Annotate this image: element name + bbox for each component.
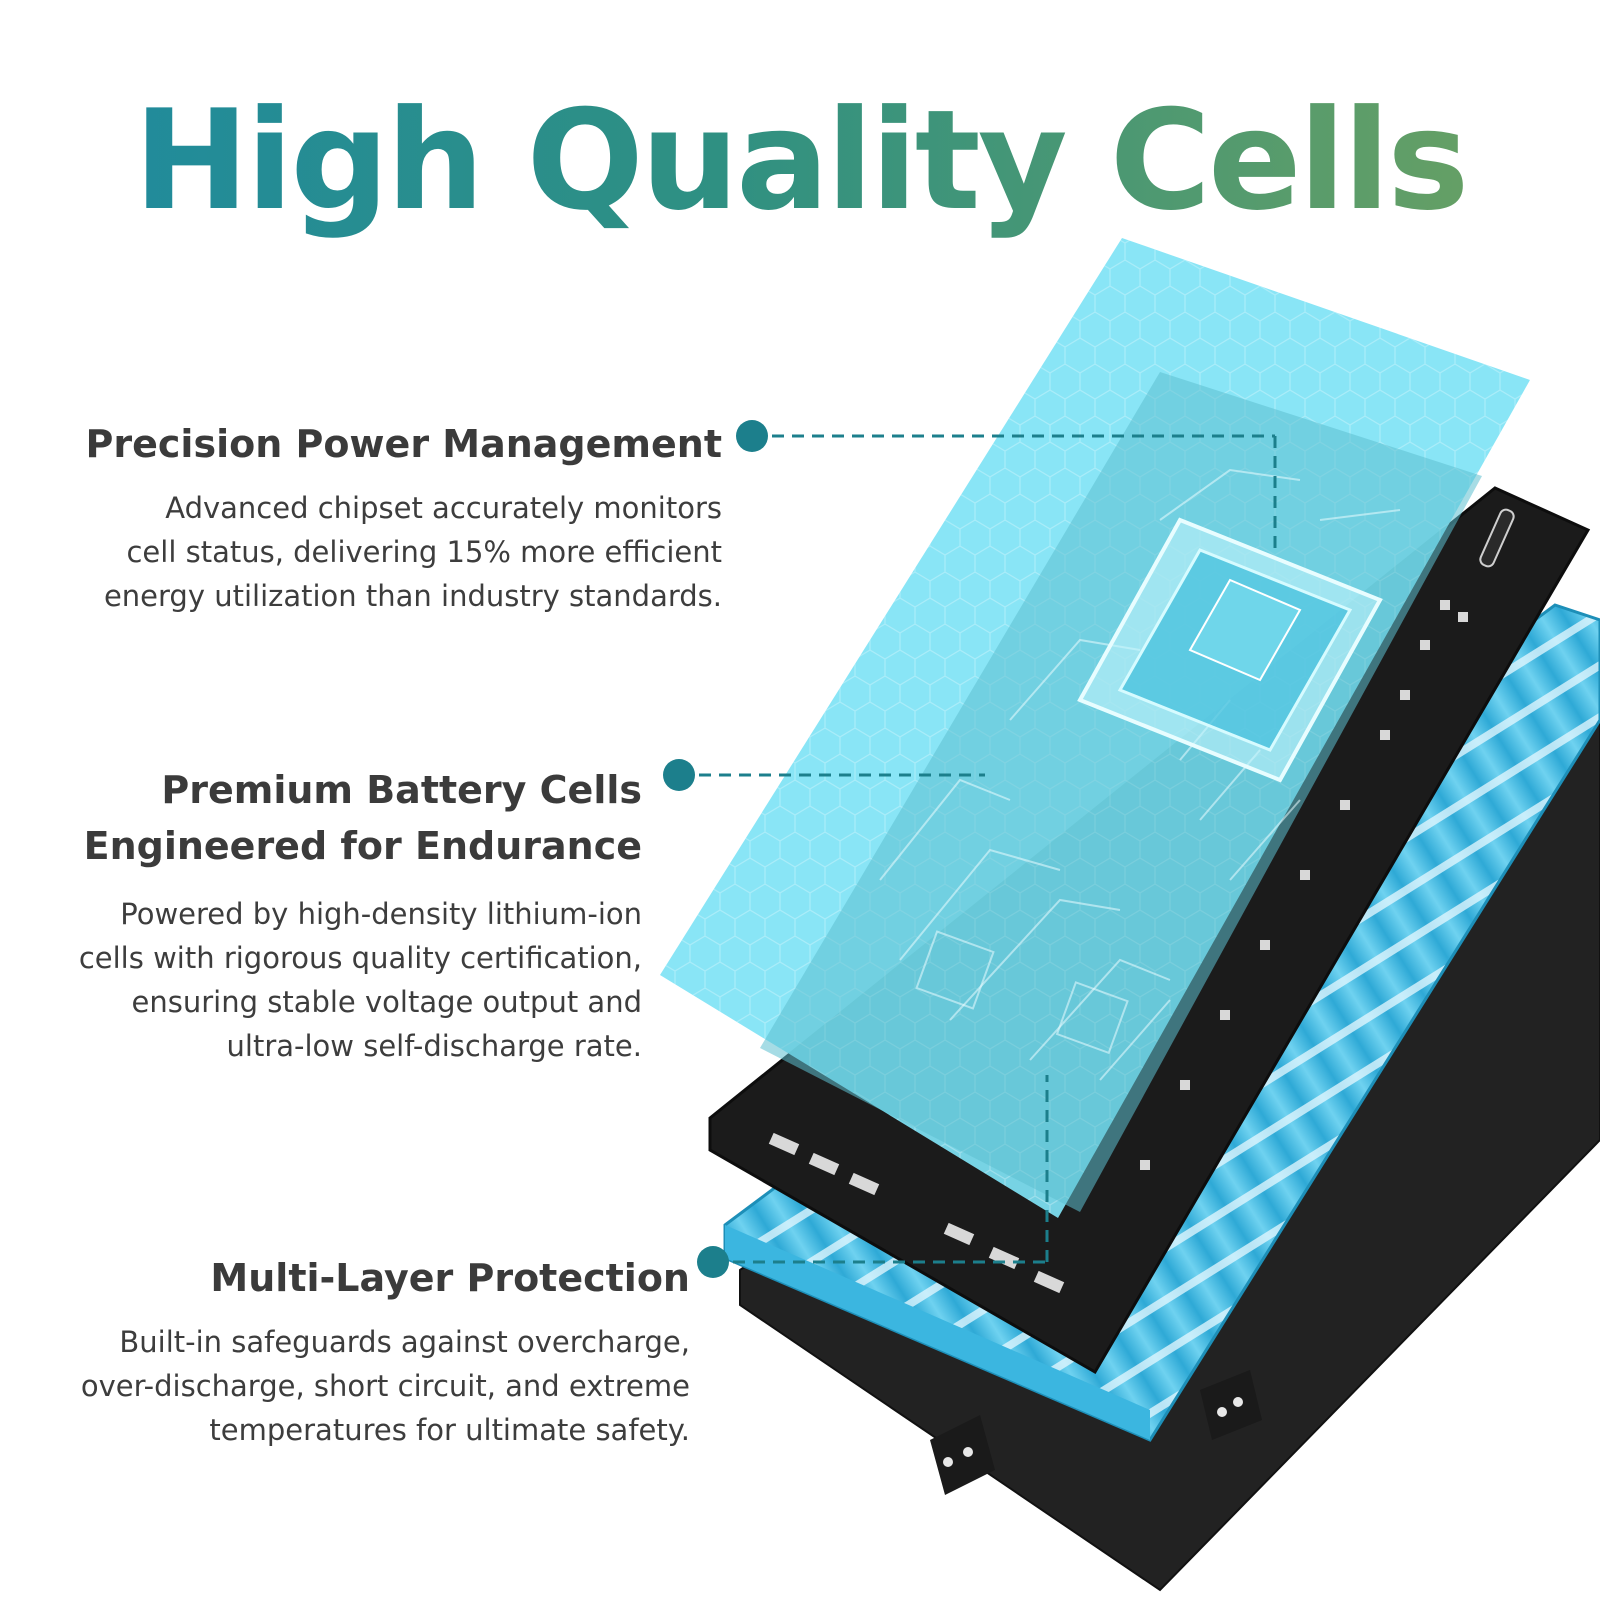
feature-battery-cells: Premium Battery Cells Engineered for End…	[0, 762, 642, 1068]
callout-dot-power-management	[736, 420, 768, 452]
protective-film-icon	[660, 238, 1530, 1218]
feature-description: Built-in safeguards against overcharge, …	[0, 1320, 690, 1452]
callout-dot-protection	[697, 1246, 729, 1278]
description-line: temperatures for ultimate safety.	[209, 1413, 690, 1447]
feature-title: Premium Battery Cells Engineered for End…	[0, 762, 642, 874]
feature-protection: Multi-Layer Protection Built-in safeguar…	[0, 1250, 690, 1452]
feature-title: Multi-Layer Protection	[210, 1256, 690, 1300]
description-line: cells with rigorous quality certificatio…	[78, 941, 642, 975]
description-line: ensuring stable voltage output and	[131, 985, 642, 1019]
description-line: energy utilization than industry standar…	[103, 579, 722, 613]
feature-description: Advanced chipset accurately monitors cel…	[0, 486, 722, 618]
description-line: ultra-low self-discharge rate.	[226, 1029, 642, 1063]
description-line: cell status, delivering 15% more efficie…	[126, 535, 722, 569]
feature-description: Powered by high-density lithium-ion cell…	[0, 892, 642, 1068]
headline: High Quality Cells	[0, 78, 1600, 244]
description-line: Built-in safeguards against overcharge,	[119, 1325, 690, 1359]
description-line: Advanced chipset accurately monitors	[165, 491, 722, 525]
title-line: Engineered for Endurance	[83, 824, 642, 868]
title-line: Premium Battery Cells	[161, 768, 642, 812]
feature-title: Precision Power Management	[85, 422, 722, 466]
callout-connectors	[663, 420, 1277, 1278]
feature-power-management: Precision Power Management Advanced chip…	[0, 416, 722, 618]
description-line: Powered by high-density lithium-ion	[120, 897, 642, 931]
callout-dot-battery-cells	[663, 759, 695, 791]
description-line: over-discharge, short circuit, and extre…	[80, 1369, 690, 1403]
